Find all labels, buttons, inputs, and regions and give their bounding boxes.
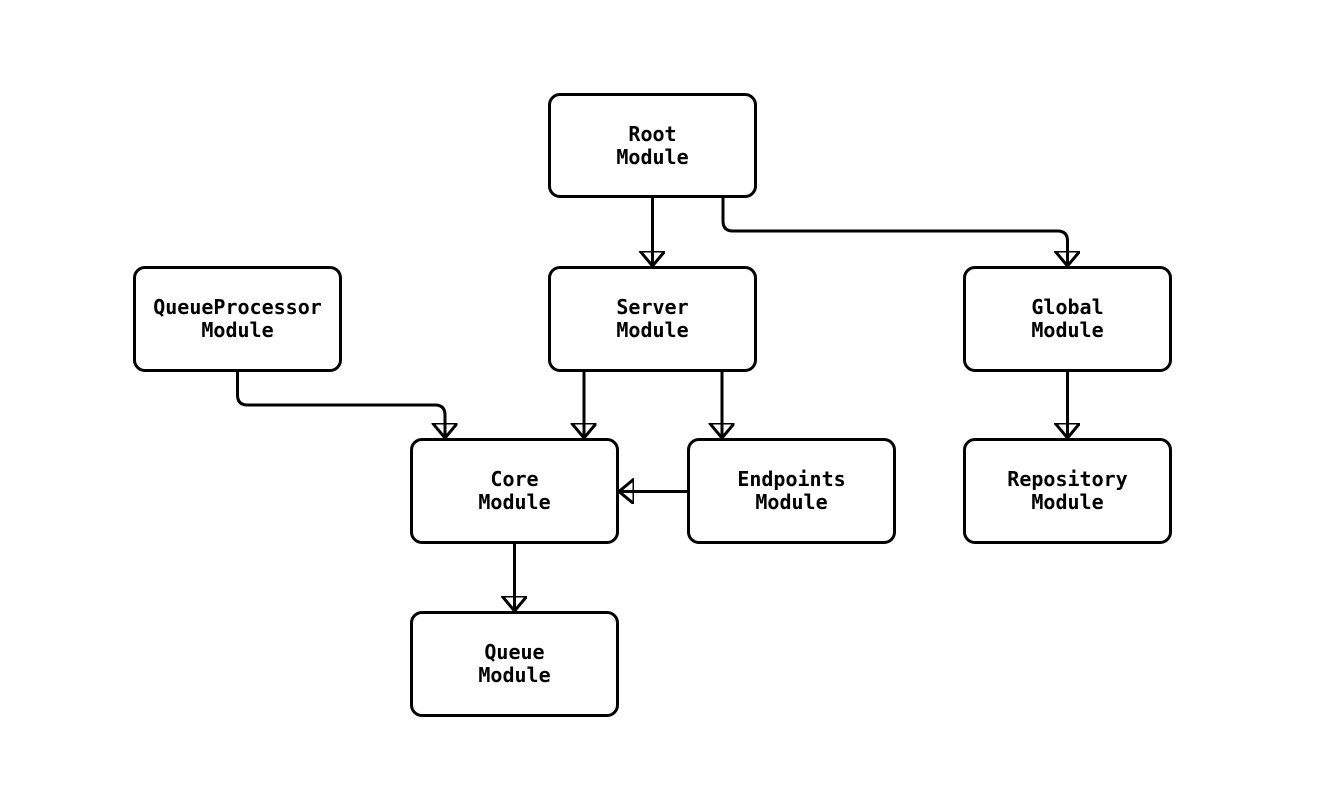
node-endpoints-module-label: Endpoints Module [737,467,846,514]
node-core-module-label: Core Module [478,467,551,514]
edge-root-global [721,198,1068,265]
node-queue-module-label: Queue Module [478,640,551,687]
node-root-module-label: Root Module [616,121,689,169]
node-repository-module: Repository Module [963,438,1172,544]
node-core-module: Core Module [410,438,619,544]
node-queue-module: Queue Module [410,611,619,717]
edge-queueprocessor-core [236,372,446,437]
node-repository-module-label: Repository Module [1007,467,1128,514]
node-server-module: Server Module [548,266,757,372]
node-server-module-label: Server Module [616,295,689,342]
node-endpoints-module: Endpoints Module [687,438,896,544]
node-queueprocessor-module: QueueProcessor Module [133,266,342,372]
node-global-module: Global Module [963,266,1172,372]
node-root-module: Root Module [548,93,757,198]
node-global-module-label: Global Module [1031,295,1104,342]
node-queueprocessor-module-label: QueueProcessor Module [153,295,322,342]
